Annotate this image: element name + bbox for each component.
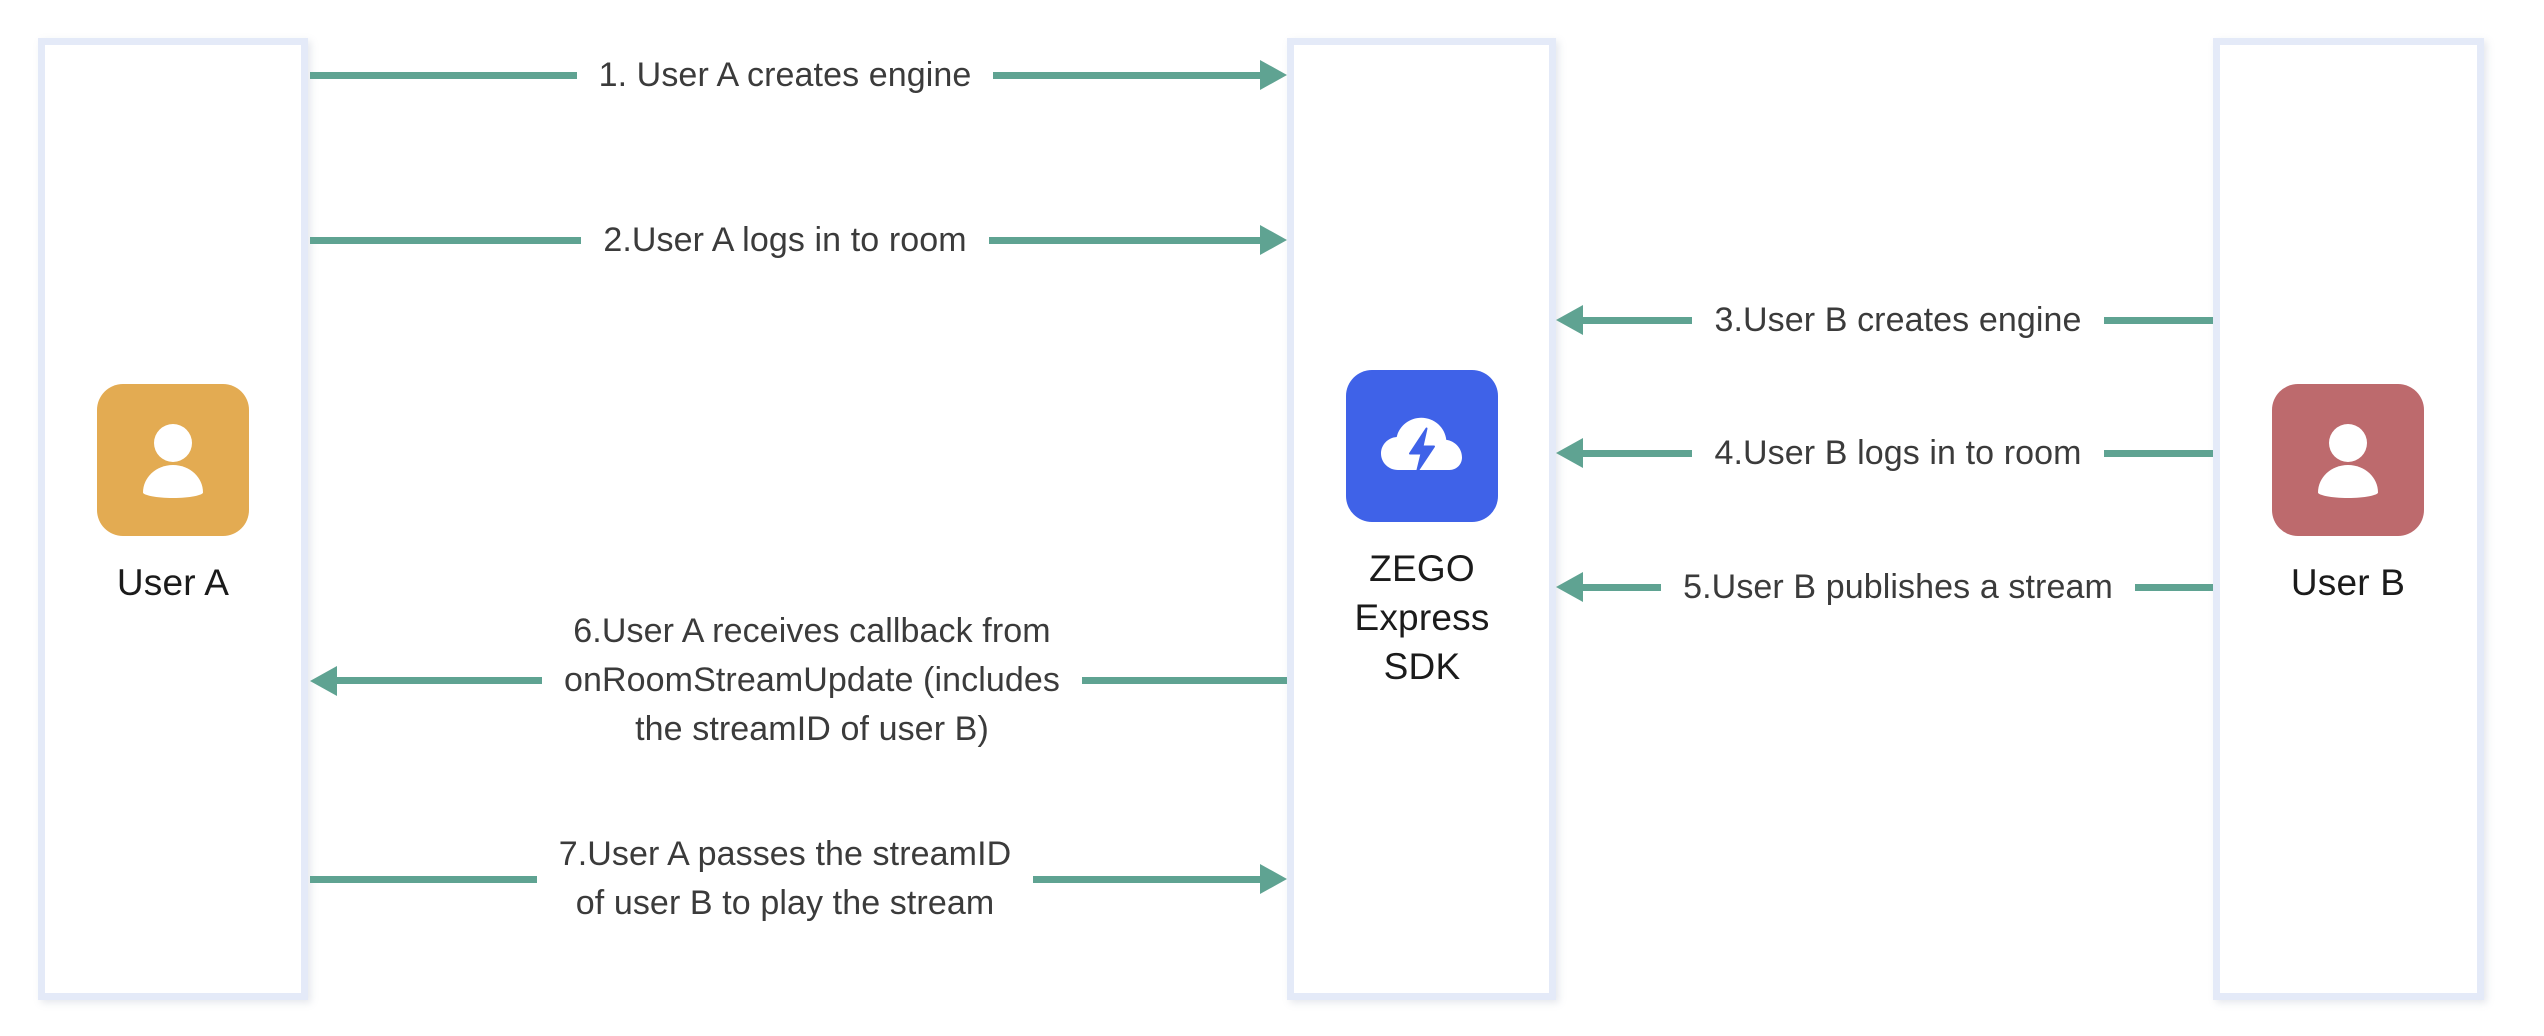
message-row-1: 1. User A creates engine: [310, 53, 1288, 97]
message-line-right-6: [1082, 677, 1287, 684]
arrowhead-left-icon-3: [1556, 305, 1583, 335]
message-line-left-2: [310, 236, 582, 244]
actor-user-a: User A: [38, 384, 308, 607]
message-line-left-4: [1583, 449, 1693, 457]
actor-label-zego-sdk: ZEGO Express SDK: [1354, 548, 1490, 687]
message-label-1: 1. User A creates engine: [598, 55, 972, 94]
arrowhead-left-icon-4: [1556, 438, 1583, 468]
message-line-right-7: [1033, 875, 1260, 883]
message-line-left-1: [310, 71, 577, 79]
avatar-user-b: [2272, 384, 2424, 536]
cloud-bolt-icon: [1381, 417, 1462, 473]
person-icon: [143, 424, 203, 498]
actor-label-user-a: User A: [116, 562, 230, 603]
actor-zego-sdk: ZEGO Express SDK: [1287, 370, 1557, 691]
message-row-4: 4.User B logs in to room: [1556, 431, 2214, 475]
message-line-right-5: [2134, 583, 2213, 591]
avatar-user-a: [97, 384, 249, 536]
message-line-left-7: [310, 875, 537, 883]
message-line-right-3: [2103, 316, 2213, 324]
message-row-3: 3.User B creates engine: [1556, 298, 2213, 342]
avatar-zego-sdk: [1346, 370, 1498, 522]
message-label-4: 4.User B logs in to room: [1714, 433, 2082, 472]
actor-label-user-b: User B: [2290, 562, 2406, 603]
message-line-left-3: [1583, 316, 1693, 324]
message-row-5: 5.User B publishes a stream: [1556, 565, 2213, 609]
message-row-6: 6.User A receives callback from onRoomSt…: [310, 607, 1287, 754]
message-label-5: 5.User B publishes a stream: [1683, 567, 2113, 606]
message-line-right-2: [988, 236, 1261, 244]
arrowhead-right-icon-7: [1260, 864, 1287, 894]
arrowhead-left-icon-5: [1556, 572, 1583, 602]
message-label-2: 2.User A logs in to room: [603, 220, 967, 259]
message-label-7: 7.User A passes the streamID of user B t…: [558, 835, 1012, 922]
message-row-7: 7.User A passes the streamID of user B t…: [310, 830, 1287, 928]
person-icon: [2318, 424, 2378, 498]
message-row-2: 2.User A logs in to room: [310, 218, 1288, 262]
arrowhead-left-icon-6: [310, 665, 337, 696]
message-label-6: 6.User A receives callback from onRoomSt…: [563, 612, 1061, 748]
message-line-left-5: [1583, 583, 1662, 591]
arrowhead-right-icon-2: [1260, 225, 1288, 255]
message-line-right-1: [993, 71, 1261, 79]
message-label-3: 3.User B creates engine: [1714, 300, 2082, 339]
arrowhead-right-icon-1: [1260, 60, 1288, 90]
message-line-left-6: [337, 677, 542, 684]
message-line-right-4: [2103, 449, 2214, 457]
actor-user-b: User B: [2213, 384, 2483, 607]
